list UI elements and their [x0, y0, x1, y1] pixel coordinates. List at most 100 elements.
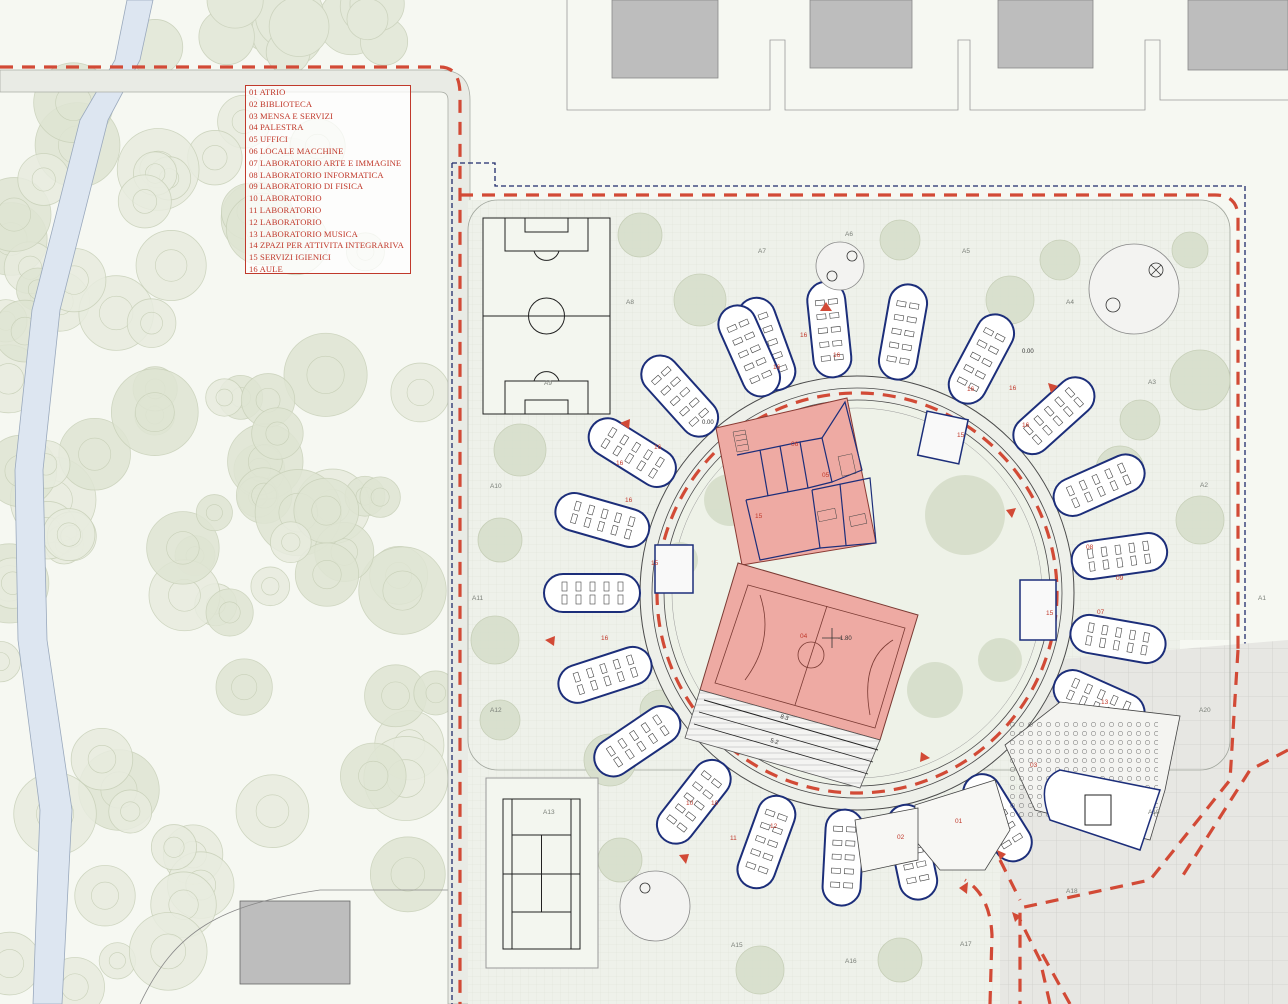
- legend-item-08: 08 LABORATORIO INFORMATICA: [249, 169, 384, 180]
- tree: [1039, 239, 1081, 281]
- room-number-11: 11: [730, 835, 737, 842]
- legend-item-05: 05 UFFICI: [249, 134, 288, 145]
- level-north: 0.00: [702, 420, 714, 426]
- classroom-pod: [1070, 532, 1169, 581]
- room-number-16d: 16: [833, 352, 841, 359]
- existing-building: [239, 900, 351, 985]
- label-a12: A12: [490, 707, 502, 714]
- tree: [135, 230, 207, 302]
- classroom-pod: [593, 704, 682, 778]
- tree: [98, 942, 136, 980]
- label-a8: A8: [626, 299, 634, 306]
- tree: [250, 566, 291, 607]
- tree: [128, 912, 208, 991]
- room-number-10b: 10: [711, 800, 719, 807]
- label-a20: A20: [1199, 707, 1211, 714]
- sidewalk: [0, 69, 471, 1004]
- tree: [340, 742, 407, 810]
- legend-item-11: 11 LABORATORIO: [249, 204, 322, 215]
- tree: [206, 0, 264, 29]
- classroom-pod: [543, 573, 641, 613]
- room-number-04: 04: [800, 633, 808, 640]
- tree: [477, 517, 523, 563]
- room-number-16a: 16: [1009, 385, 1017, 392]
- track-label-1: 8.3: [779, 714, 789, 722]
- label-a15: A15: [731, 942, 743, 949]
- tree: [70, 727, 134, 791]
- room-number-01: 01: [955, 818, 963, 825]
- track-label-2: 5.2: [769, 738, 779, 746]
- tree: [42, 508, 96, 562]
- tree: [293, 477, 360, 544]
- room-number-16b: 16: [1022, 422, 1030, 429]
- room-number-16c: 16: [967, 386, 975, 393]
- label-a19: A19: [1148, 809, 1160, 816]
- canteen: [1004, 701, 1181, 851]
- label-a16: A16: [845, 958, 857, 965]
- legend-item-07: 07 LABORATORIO ARTE E IMMAGINE: [249, 157, 402, 168]
- legend-item-16: 16 AULE: [249, 263, 283, 274]
- classroom-pod: [1069, 613, 1167, 665]
- tree: [1171, 231, 1209, 269]
- tree: [268, 0, 330, 57]
- classroom-pod: [557, 645, 653, 704]
- classroom-pod: [947, 313, 1016, 405]
- level-marks: -1.80 0.00 0.00: [702, 349, 1034, 642]
- label-a10: A10: [490, 483, 502, 490]
- residential-blocks: [566, 0, 1288, 111]
- room-number-15b: 15: [651, 560, 659, 567]
- running-track: [684, 689, 881, 789]
- room-number-16g: 16: [654, 444, 662, 451]
- tree: [1169, 349, 1231, 411]
- legend-item-03: 03 MENSA E SERVIZI: [249, 110, 333, 121]
- legend-item-10: 10 LABORATORIO: [249, 193, 322, 204]
- legend-item-09: 09 LABORATORIO DI FISICA: [249, 181, 364, 192]
- room-number-13: 13: [1101, 699, 1109, 706]
- legend-item-13: 13 LABORATORIO MUSICA: [249, 228, 358, 239]
- tree: [1175, 495, 1225, 545]
- tree: [879, 219, 921, 261]
- entrance-atrium: [854, 779, 1011, 873]
- room-number-10a: 10: [686, 800, 694, 807]
- room-number-12: 12: [770, 823, 778, 830]
- room-number-15a: 15: [755, 513, 763, 520]
- tree: [74, 865, 136, 927]
- label-a9: A9: [544, 380, 552, 387]
- tree: [117, 174, 172, 229]
- room-number-06: 06: [791, 441, 799, 448]
- legend-item-01: 01 ATRIO: [249, 87, 286, 97]
- area-labels: A1 A2 A3 A4 A5 A6 A7 A8 A9 A10 A11 A12 A…: [472, 231, 1266, 965]
- label-a1: A1: [1258, 595, 1266, 602]
- room-number-16h: 16: [616, 460, 624, 467]
- legend-item-15: 15 SERVIZI IGIENICI: [249, 252, 331, 263]
- tree: [108, 789, 153, 834]
- tree: [269, 521, 312, 564]
- toilet-blocks: [654, 410, 1057, 641]
- legend-item-04: 04 PALESTRA: [249, 122, 304, 133]
- tree: [150, 824, 198, 871]
- gym: [699, 562, 919, 741]
- room-number-16e: 16: [800, 332, 808, 339]
- tree: [413, 670, 459, 716]
- room-number-09: 09: [1116, 575, 1124, 582]
- level-center: -1.80: [838, 636, 852, 642]
- legend-item-12: 12 LABORATORIO: [249, 216, 322, 227]
- canal: [14, 0, 154, 1004]
- tree: [735, 945, 785, 995]
- classroom-pod: [554, 492, 651, 548]
- classroom-pod: [587, 417, 677, 488]
- tree: [235, 774, 310, 848]
- tree: [110, 368, 199, 456]
- tree: [369, 836, 446, 913]
- label-a17: A17: [960, 941, 972, 948]
- room-number-05: 05: [822, 472, 830, 479]
- tree: [215, 658, 273, 716]
- label-a4: A4: [1066, 299, 1074, 306]
- tree: [0, 640, 22, 683]
- room-number-08: 08: [1086, 544, 1094, 551]
- classroom-pod: [1052, 453, 1146, 517]
- legend-item-06: 06 LOCALE MACCHINE: [249, 145, 344, 156]
- room-number-15d: 15: [957, 432, 965, 439]
- courtyard-trees: [662, 474, 1022, 718]
